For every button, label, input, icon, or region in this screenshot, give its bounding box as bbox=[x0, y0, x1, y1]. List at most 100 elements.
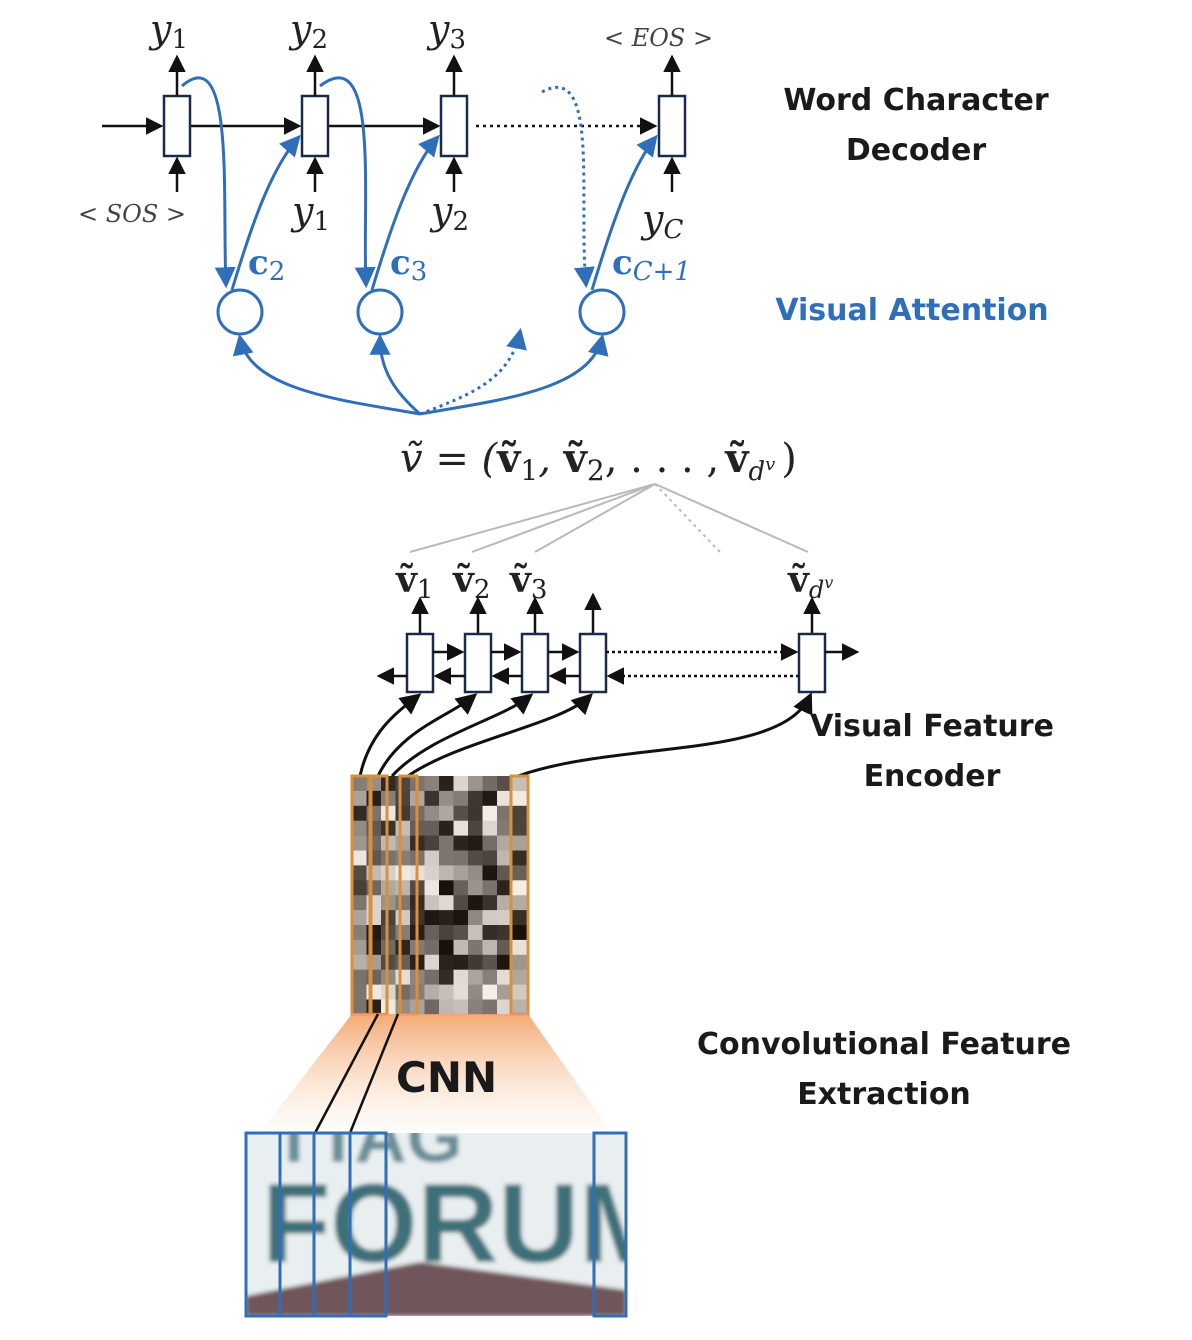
feature-map-cell bbox=[424, 865, 440, 881]
feature-map-cell bbox=[453, 805, 469, 822]
feature-map-cell bbox=[511, 850, 527, 866]
feature-map-cell bbox=[439, 880, 454, 896]
feature-map-cell bbox=[497, 925, 512, 941]
feature-map-cell bbox=[482, 984, 498, 1000]
equation-fan-lines bbox=[409, 483, 809, 553]
feature-map-cell bbox=[468, 925, 483, 941]
feature-map-cell bbox=[468, 954, 483, 971]
decoder-output-3: y3 bbox=[426, 7, 466, 55]
encoder-cell-last bbox=[797, 632, 827, 694]
feature-to-attention-1 bbox=[232, 333, 421, 416]
feature-map-cell bbox=[453, 820, 469, 837]
attention-node-3 bbox=[578, 288, 626, 336]
feature-map-cell bbox=[424, 969, 440, 986]
conv-label-line2: Extraction bbox=[797, 1077, 971, 1112]
feature-map-cell bbox=[497, 880, 512, 896]
feature-map-cell bbox=[352, 865, 367, 881]
encoder-cell-1 bbox=[405, 632, 435, 694]
feature-map-cell bbox=[424, 850, 440, 866]
decoder-input-2: y2 bbox=[429, 189, 469, 237]
feature-map-cell bbox=[468, 850, 483, 866]
feature-map-cell bbox=[352, 925, 367, 941]
visual-attention bbox=[181, 76, 658, 416]
feature-map-cell bbox=[352, 984, 367, 1000]
context-label-2: c3 bbox=[390, 243, 427, 287]
feature-map-cell bbox=[439, 820, 454, 837]
feature-map-cell bbox=[468, 984, 483, 1000]
feature-map-cell bbox=[453, 999, 469, 1015]
feature-map-cell bbox=[511, 984, 527, 1000]
feature-map-cell bbox=[482, 820, 498, 837]
feature-map-cell bbox=[468, 895, 483, 911]
feature-map-cell bbox=[439, 850, 454, 866]
feature-map-cell bbox=[453, 865, 469, 881]
feature-map-cell bbox=[424, 790, 440, 807]
feature-map-cell bbox=[497, 910, 512, 926]
feature-map-cell bbox=[511, 954, 527, 971]
decoder-output-2: y2 bbox=[288, 7, 328, 55]
feature-map-cell bbox=[468, 999, 483, 1015]
feature-map-cell bbox=[497, 895, 512, 911]
feature-map-cell bbox=[468, 969, 483, 986]
image-word: FORUM bbox=[262, 1161, 673, 1286]
feature-map-cell bbox=[424, 820, 440, 837]
feature-map-cell bbox=[424, 835, 440, 851]
feature-map-cell bbox=[352, 776, 367, 792]
feature-map-cell bbox=[352, 939, 367, 956]
feature-map-cell bbox=[352, 999, 367, 1015]
feature-map-cell bbox=[468, 910, 483, 926]
attention-label: Visual Attention bbox=[775, 293, 1048, 328]
feature-map-cell bbox=[511, 910, 527, 926]
feature-map-cell bbox=[453, 850, 469, 866]
feature-map-cell bbox=[482, 999, 498, 1015]
feature-map-cell bbox=[497, 820, 512, 837]
feature-map-cell bbox=[468, 865, 483, 881]
feature-map-cell bbox=[511, 805, 527, 822]
feature-map-cell bbox=[352, 969, 367, 986]
feature-map-cell bbox=[453, 910, 469, 926]
decoder-output-1: y1 bbox=[148, 7, 188, 55]
feature-to-attention-2 bbox=[369, 333, 421, 416]
feature-map-cell bbox=[424, 895, 440, 911]
feature-map-cell bbox=[424, 954, 440, 971]
feature-map-cell bbox=[453, 880, 469, 896]
feature-map-cell bbox=[511, 880, 527, 896]
attention-context-3 bbox=[590, 134, 658, 291]
decoder-start-token: < SOS > bbox=[78, 200, 186, 228]
feature-map-cell bbox=[482, 939, 498, 956]
feature-map-cell bbox=[352, 820, 367, 837]
encoder-cell-4 bbox=[578, 632, 608, 694]
image-column-strips bbox=[244, 1131, 628, 1318]
feature-map-cell bbox=[424, 925, 440, 941]
feature-map-cell bbox=[453, 835, 469, 851]
feature-map-cell bbox=[453, 969, 469, 986]
feature-map-cell bbox=[424, 999, 440, 1015]
feature-map-cell bbox=[352, 790, 367, 807]
feature-map-cell bbox=[424, 984, 440, 1000]
feature-map-cell bbox=[453, 954, 469, 971]
attention-query-dotted bbox=[541, 85, 595, 289]
attention-query-2 bbox=[319, 76, 376, 289]
feature-map-cell bbox=[439, 910, 454, 926]
encoder-label-line2: Encoder bbox=[864, 759, 1001, 794]
encoder-output-last: ṽdv bbox=[787, 559, 833, 604]
feature-map-cell bbox=[352, 910, 367, 926]
feature-map-cell bbox=[468, 776, 483, 792]
feature-map-cell bbox=[439, 954, 454, 971]
feature-map-cell bbox=[439, 895, 454, 911]
feature-map-cell bbox=[424, 805, 440, 822]
decoder-label-line2: Decoder bbox=[846, 133, 986, 168]
attention-query-1 bbox=[181, 76, 236, 289]
feature-map-cell bbox=[352, 895, 367, 911]
decoder-output-eos: < EOS > bbox=[604, 24, 713, 52]
feature-map-cell bbox=[511, 895, 527, 911]
encoder-output-3: ṽ3 bbox=[509, 559, 547, 605]
feature-map-cell bbox=[453, 895, 469, 911]
encoder-label-line1: Visual Feature bbox=[810, 709, 1054, 744]
attention-context-1 bbox=[230, 134, 301, 291]
encoder-output-2: ṽ2 bbox=[452, 559, 490, 605]
decoder-input-last: yC bbox=[640, 197, 683, 245]
attention-context-2 bbox=[370, 134, 440, 291]
feature-map-cell bbox=[424, 910, 440, 926]
feature-map-cell bbox=[468, 880, 483, 896]
